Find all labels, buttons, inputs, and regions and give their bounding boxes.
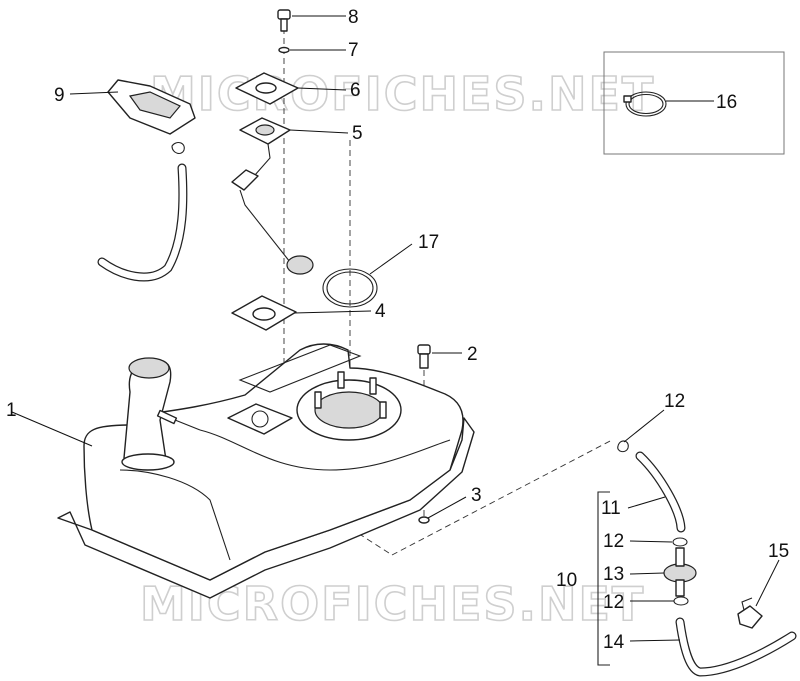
hose-clamp-16[interactable] (623, 91, 667, 117)
callout-12-top: 12 (664, 391, 685, 412)
callout-labels: 1 2 3 4 5 6 7 8 9 10 11 12 12 12 13 14 1… (6, 7, 789, 653)
o-ring-17[interactable] (322, 268, 378, 308)
flange-plate-6[interactable] (235, 72, 299, 105)
clip-12-top[interactable] (617, 440, 629, 453)
callout-7: 7 (348, 40, 359, 61)
screw-8[interactable] (277, 9, 291, 32)
callout-4: 4 (375, 301, 386, 322)
callout-13: 13 (603, 564, 624, 585)
callout-9: 9 (54, 85, 65, 106)
bracket-9[interactable] (107, 79, 196, 135)
hose-11[interactable] (635, 451, 686, 533)
callout-5: 5 (352, 123, 363, 144)
callout-16: 16 (716, 92, 737, 113)
bolt-2[interactable] (417, 344, 431, 369)
connector-15[interactable] (737, 597, 763, 629)
clip[interactable] (171, 141, 185, 155)
callout-12-bottom: 12 (603, 592, 624, 613)
callout-14: 14 (603, 632, 625, 653)
callout-8: 8 (348, 7, 359, 28)
callout-11: 11 (601, 498, 621, 519)
callout-1: 1 (6, 400, 17, 421)
clip-12-middle[interactable] (672, 537, 688, 547)
watermark-top: MICROFICHES.NET (150, 67, 655, 121)
callout-12-middle: 12 (603, 531, 624, 552)
valve-13[interactable] (663, 547, 697, 597)
callout-6: 6 (350, 80, 361, 101)
fuel-level-sender-5[interactable] (231, 117, 314, 275)
callout-10: 10 (556, 570, 577, 591)
clip-12-bottom[interactable] (673, 596, 689, 606)
vent-hose[interactable] (97, 163, 188, 282)
flange-gasket-4[interactable] (231, 295, 297, 331)
group-10-bracket (597, 491, 610, 666)
inset-box (603, 51, 785, 155)
washer-7[interactable] (278, 46, 290, 54)
hose-14[interactable] (675, 617, 797, 677)
fuel-tank[interactable] (57, 343, 475, 599)
leader-lines (11, 15, 780, 642)
callout-17: 17 (418, 232, 439, 253)
callout-2: 2 (467, 344, 478, 365)
callout-3: 3 (471, 485, 482, 506)
washer-3[interactable] (418, 516, 430, 524)
callout-15: 15 (768, 541, 789, 562)
